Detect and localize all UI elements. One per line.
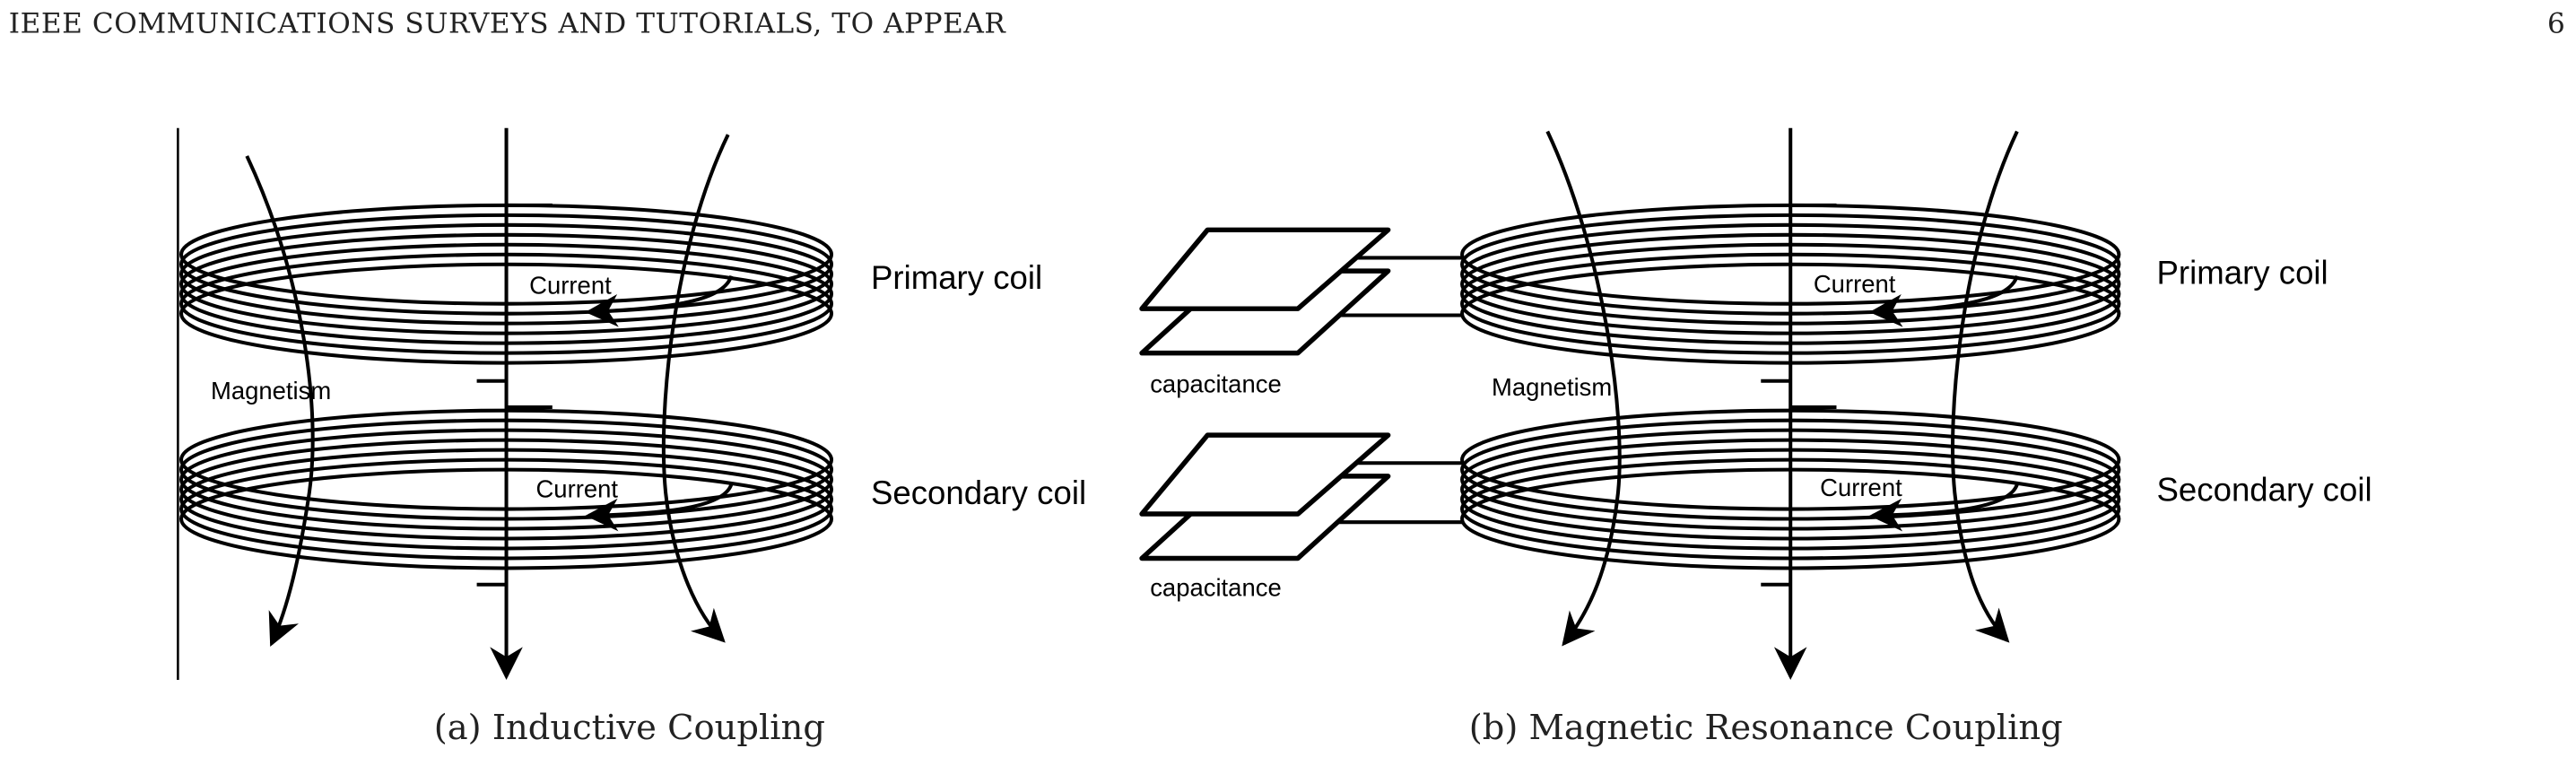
capacitor-primary	[1139, 227, 1463, 356]
current-label-primary: Current	[529, 272, 612, 300]
page-number: 6	[2547, 8, 2565, 40]
magnetic-field-line-left	[245, 155, 315, 648]
current-label-secondary: Current	[535, 475, 618, 503]
inductive-coupling-diagram: Current Current Magnetism Primary coil S…	[177, 127, 1086, 748]
current-arrow-primary	[585, 274, 734, 327]
current-arrow-secondary	[585, 483, 734, 532]
running-header: IEEE COMMUNICATIONS SURVEYS AND TUTORIAL…	[9, 8, 1007, 40]
magnetic-field-line-right	[1951, 130, 2019, 643]
current-arrow-secondary	[1869, 483, 2019, 532]
secondary-coil-label: Secondary coil	[871, 474, 1086, 511]
current-label-secondary: Current	[1820, 474, 1902, 501]
primary-coil-label: Primary coil	[2156, 255, 2328, 291]
primary-coil-label: Primary coil	[871, 259, 1042, 296]
current-arrow-primary	[1869, 274, 2019, 327]
magnetism-label: Magnetism	[211, 377, 331, 405]
current-label-primary: Current	[1814, 270, 1896, 298]
capacitance-label-secondary: capacitance	[1150, 574, 1282, 602]
magnetic-field-line-right	[661, 134, 730, 643]
caption-b: (b) Magnetic Resonance Coupling	[1469, 708, 2063, 748]
magnetism-label: Magnetism	[1492, 373, 1612, 401]
secondary-coil-label: Secondary coil	[2156, 471, 2371, 508]
magnetic-resonance-coupling-diagram: Current Current Magnetism capacitance ca…	[1139, 127, 2372, 748]
caption-a: (a) Inductive Coupling	[434, 708, 825, 748]
capacitor-secondary	[1139, 432, 1463, 561]
magnetic-field-line-left	[1545, 130, 1622, 647]
capacitance-label-primary: capacitance	[1150, 370, 1282, 398]
